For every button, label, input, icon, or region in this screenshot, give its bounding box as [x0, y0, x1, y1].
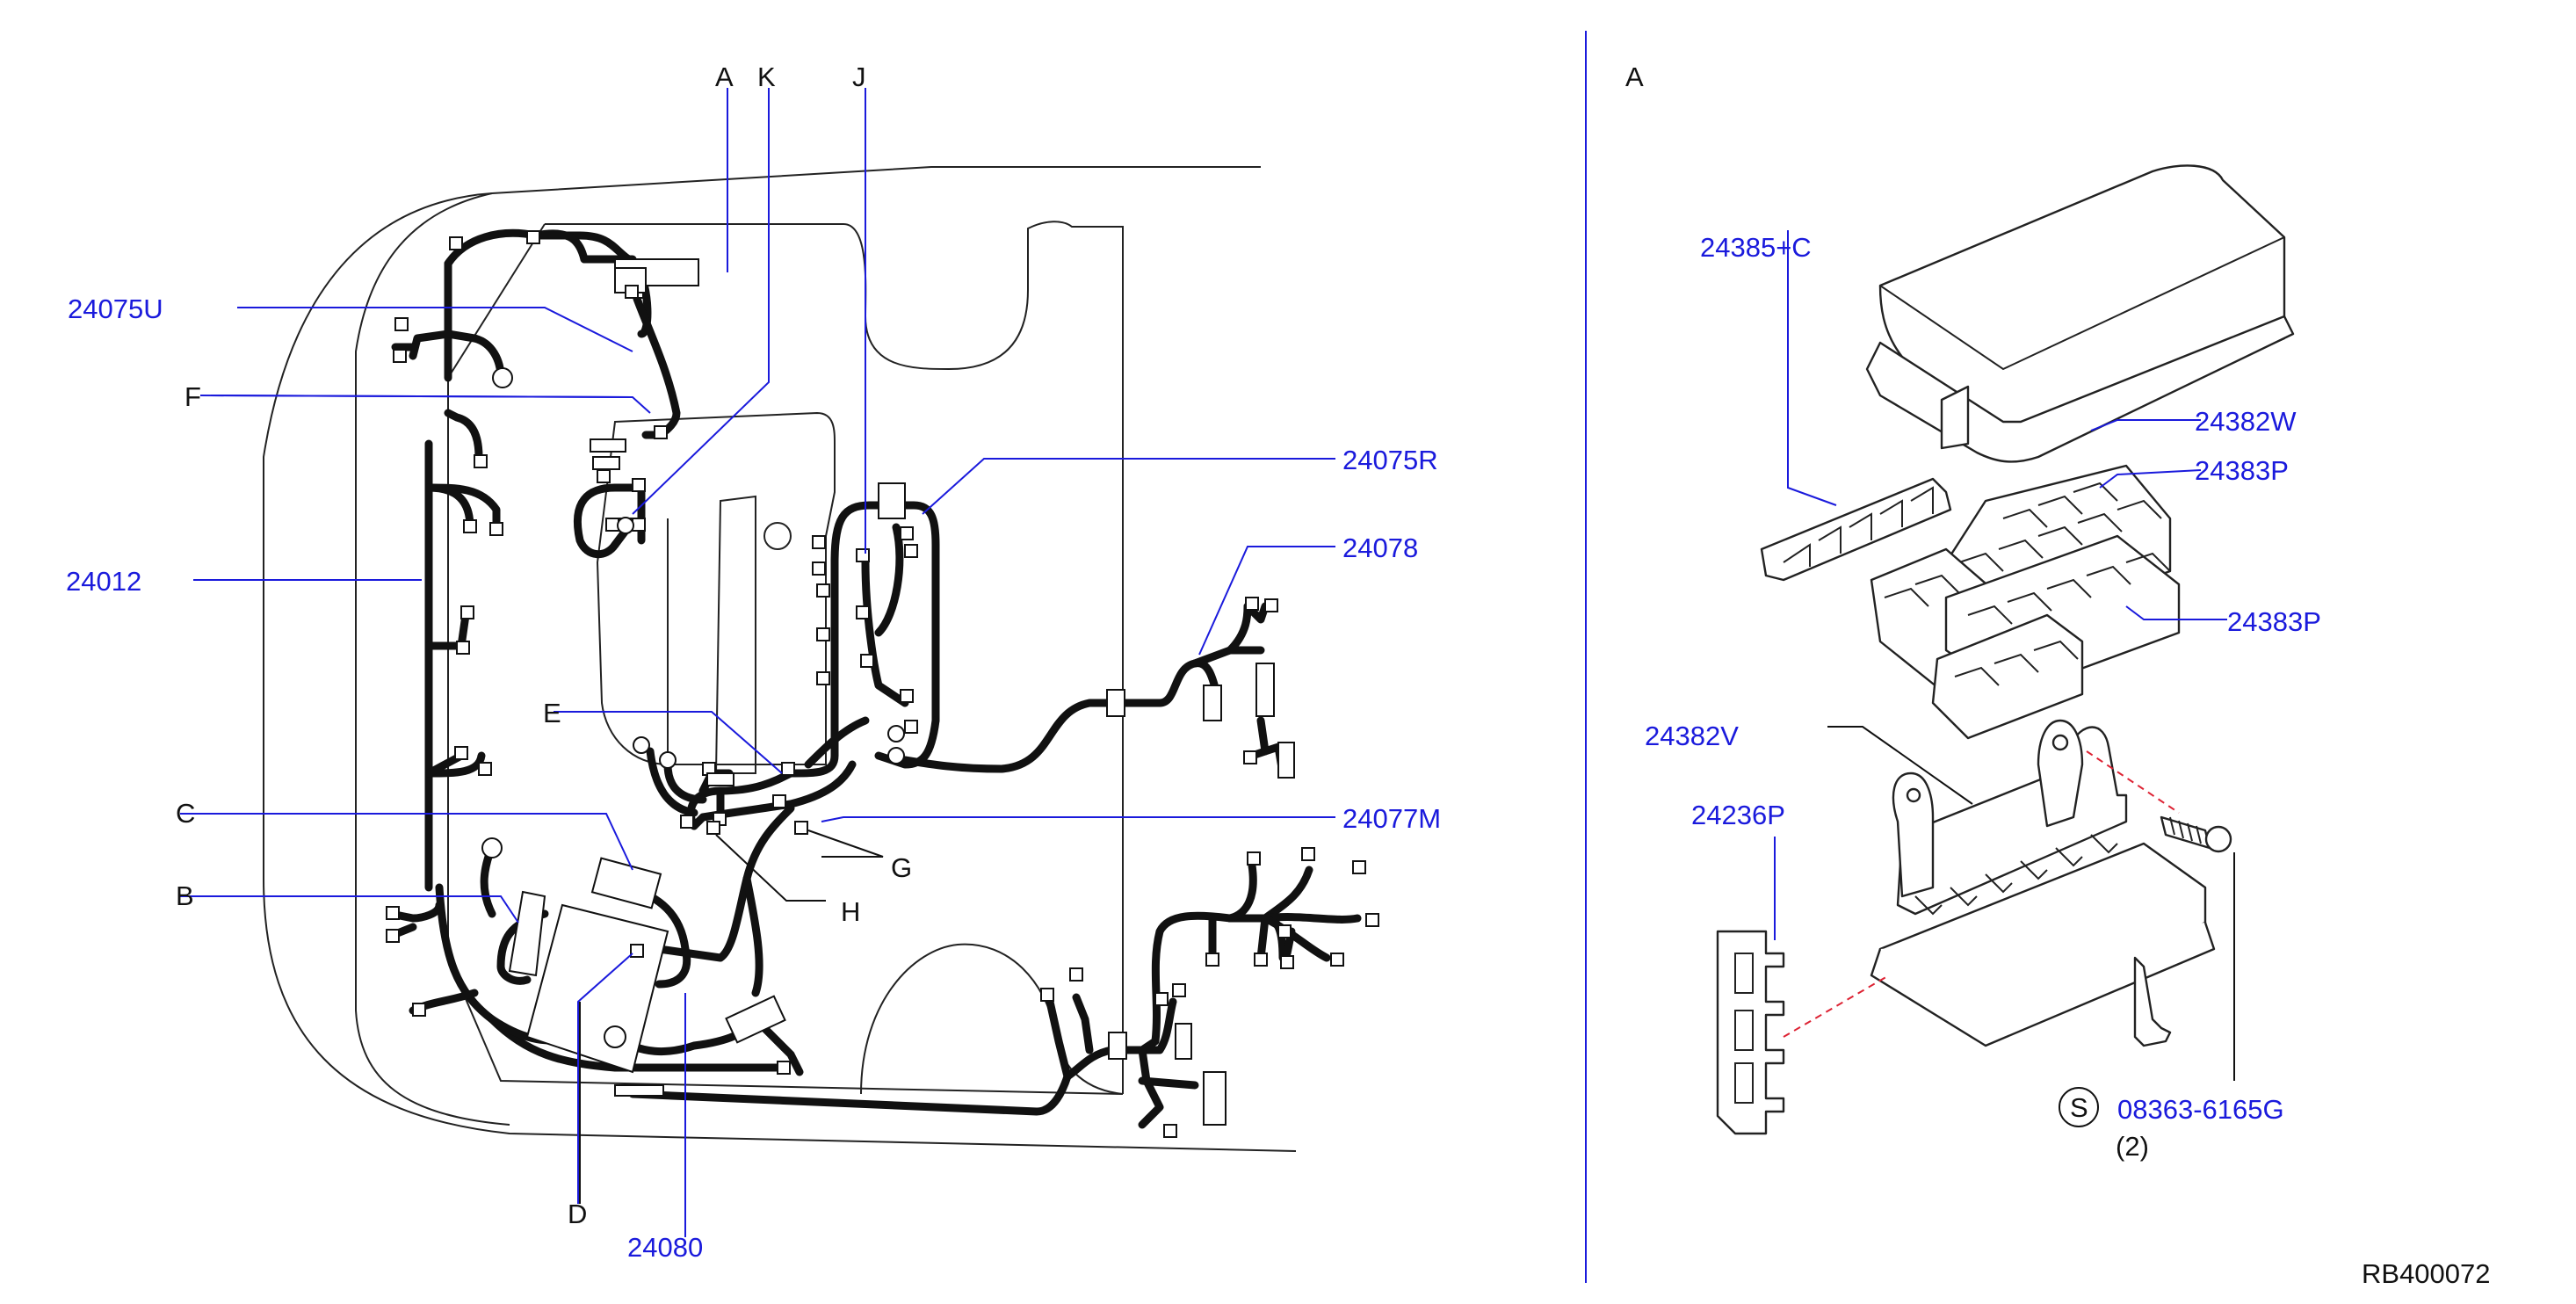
- part-label-24383p-lower: 24383P: [2227, 606, 2321, 637]
- letter-label-f: F: [185, 381, 201, 412]
- part-label-24080: 24080: [627, 1232, 703, 1263]
- bolt-08363: [2160, 815, 2232, 853]
- part-label-24075u: 24075U: [68, 293, 163, 324]
- part-label-24383p-upper: 24383P: [2195, 455, 2289, 486]
- part-label-24382v: 24382V: [1645, 721, 1739, 751]
- letter-label-b: B: [176, 880, 194, 911]
- letter-label-e: E: [543, 698, 561, 728]
- letter-label-c: C: [176, 798, 195, 829]
- part-label-24075r: 24075R: [1342, 445, 1438, 475]
- fuse-box-cover: [1865, 164, 2295, 463]
- part-label-24077m: 24077M: [1342, 803, 1441, 834]
- part-label-24078: 24078: [1342, 532, 1418, 563]
- letter-label-d: D: [568, 1199, 587, 1229]
- fuse-block-side: [1716, 930, 1785, 1135]
- letter-label-g: G: [891, 852, 912, 883]
- letter-label-h: H: [841, 896, 860, 927]
- part-label-24385c: 24385+C: [1700, 232, 1812, 263]
- main-harness-wires: [387, 228, 1362, 1129]
- fuse-puller: [1760, 477, 1952, 582]
- callout-labels: A K J 24075U F 24012 24075R 24078 E C 24…: [66, 62, 2491, 1289]
- detail-leader-lines: [1774, 230, 2235, 1127]
- fuse-box-bracket: [1870, 719, 2216, 1047]
- part-label-24382w: 24382W: [2195, 406, 2297, 437]
- bolt-quantity: (2): [2116, 1131, 2149, 1162]
- letter-label-j: J: [852, 62, 866, 92]
- reference-code: RB400072: [2362, 1258, 2491, 1289]
- letter-label-k: K: [757, 62, 776, 92]
- letter-label-a: A: [715, 62, 734, 92]
- bolt-s-symbol: [2059, 1087, 2099, 1127]
- fuse-block-lower: [1870, 534, 2181, 740]
- bolt-symbol-s: S: [2070, 1092, 2088, 1123]
- part-label-24012: 24012: [66, 566, 141, 597]
- part-label-24236p: 24236P: [1691, 800, 1785, 830]
- leader-lines: [180, 88, 1335, 1237]
- part-label-08363-6165g: 08363-6165G: [2117, 1094, 2284, 1125]
- harness-connectors: [386, 230, 1379, 1138]
- detail-view-letter: A: [1625, 62, 1644, 92]
